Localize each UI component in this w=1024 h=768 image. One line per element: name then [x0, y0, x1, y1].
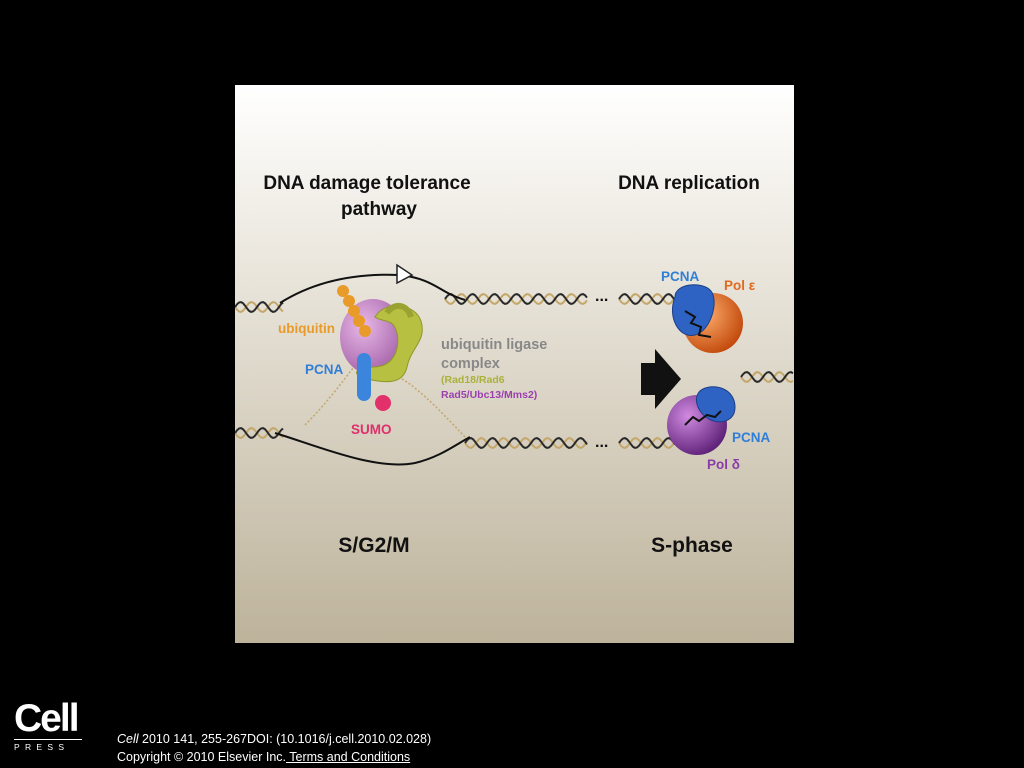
citation-journal: Cell [117, 732, 139, 746]
ssdna-top [279, 273, 466, 304]
right-title: DNA replication [618, 173, 760, 194]
label-ligase-line2: complex [441, 356, 500, 372]
pol-delta-complex [667, 386, 736, 455]
figure-background [235, 85, 794, 643]
label-pcna-left: PCNA [305, 362, 344, 377]
dna-right-end [740, 371, 794, 383]
label-pol-d: Pol δ [707, 457, 740, 472]
arrow-right-icon [641, 349, 681, 409]
citation-copyright: Copyright © 2010 Elsevier Inc. [117, 750, 287, 764]
pol-epsilon-complex [672, 284, 743, 353]
right-phase-label: S-phase [651, 534, 733, 557]
pol-epsilon-dna [684, 310, 712, 338]
citation-line1: Cell 2010 141, 255-267DOI: (10.1016/j.ce… [117, 730, 431, 748]
citation: Cell 2010 141, 255-267DOI: (10.1016/j.ce… [117, 730, 431, 766]
dna-right-bottom [618, 437, 676, 449]
label-ubiquitin: ubiquitin [278, 321, 335, 336]
label-pcna-bottom: PCNA [732, 430, 771, 445]
citation-line2: Copyright © 2010 Elsevier Inc. Terms and… [117, 748, 431, 766]
dna-pathway-figure: DNA damage tolerance pathway DNA replica… [235, 85, 794, 643]
pcna-top-ring [672, 284, 715, 336]
dna-left-bottom [235, 427, 284, 439]
sumo-ball [375, 395, 391, 411]
ssdna-cross-2 [394, 374, 466, 438]
fork-triangle-icon [396, 263, 414, 285]
ligase-loop [384, 303, 414, 319]
pcna-bottom-ring [695, 386, 736, 423]
label-rad5: Rad5/Ubc13/Mms2) [441, 389, 537, 401]
left-complex [337, 285, 423, 411]
label-pcna-top: PCNA [661, 269, 700, 284]
left-title-line1: DNA damage tolerance [263, 173, 470, 194]
dna-mid-top [444, 293, 588, 305]
citation-ref: 2010 141, 255-267DOI: (10.1016/j.cell.20… [138, 732, 432, 746]
left-phase-label: S/G2/M [338, 534, 409, 557]
label-sumo: SUMO [351, 422, 392, 437]
dna-mid-bottom [464, 437, 588, 449]
dna-right-top [618, 293, 676, 305]
pol-delta-dna [684, 410, 722, 426]
ellipsis-top: ... [595, 288, 608, 305]
ellipsis-bottom: ... [595, 434, 608, 451]
ubiquitin-chain [337, 285, 371, 337]
cell-press-logo: Cell PRESS [14, 697, 84, 752]
logo-sub: PRESS [14, 739, 82, 752]
label-rad18: (Rad18/Rad6 [441, 374, 505, 386]
terms-link[interactable]: Terms and Conditions [286, 750, 411, 764]
label-ligase-line1: ubiquitin ligase [441, 337, 547, 353]
left-title-line2: pathway [341, 199, 417, 220]
dna-left-top [235, 301, 284, 313]
ssdna-bottom [274, 432, 471, 466]
pcna-left-ring [357, 353, 371, 401]
label-pol-e: Pol ε [724, 278, 756, 293]
logo-brand: Cell [14, 697, 80, 740]
